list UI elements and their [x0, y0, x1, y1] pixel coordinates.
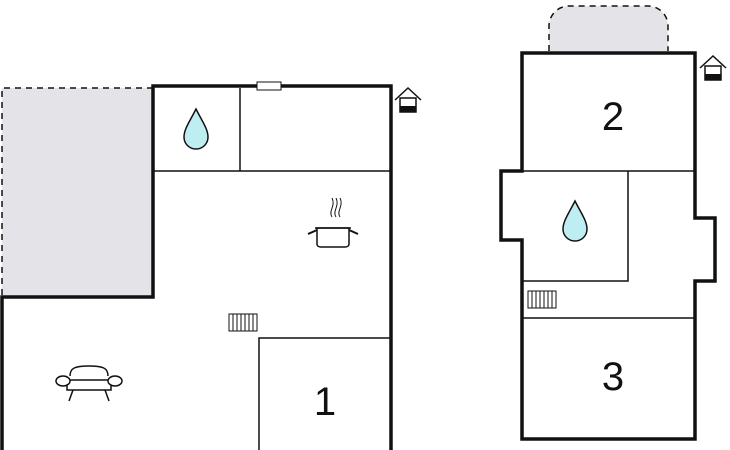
balcony-area — [549, 6, 668, 51]
radiator-icon — [228, 313, 258, 332]
room-number-3: 3 — [602, 355, 624, 399]
window-icon — [256, 81, 282, 91]
outer-wall-ground-floor — [0, 84, 393, 450]
radiator-icon — [527, 290, 557, 309]
cooking-pot-icon — [307, 197, 359, 248]
house-entrance-icon — [699, 54, 727, 81]
wall-bedroom-1 — [258, 337, 391, 450]
outer-wall-upper-floor — [499, 51, 717, 441]
water-drop-icon — [562, 199, 588, 242]
water-drop-icon — [183, 107, 209, 150]
outdoor-terrace — [2, 88, 153, 296]
wall-upper-bath — [522, 171, 629, 282]
ground-floor-plan: 1 — [0, 81, 422, 450]
room-number-2: 2 — [602, 95, 624, 139]
upper-floor-plan: 2 3 — [499, 5, 727, 441]
house-entrance-icon — [394, 86, 422, 113]
room-number-1: 1 — [314, 380, 336, 424]
armchair-icon — [55, 365, 123, 402]
terrace-dashed-border — [1, 87, 153, 296]
balcony-dashed-border — [548, 5, 669, 51]
